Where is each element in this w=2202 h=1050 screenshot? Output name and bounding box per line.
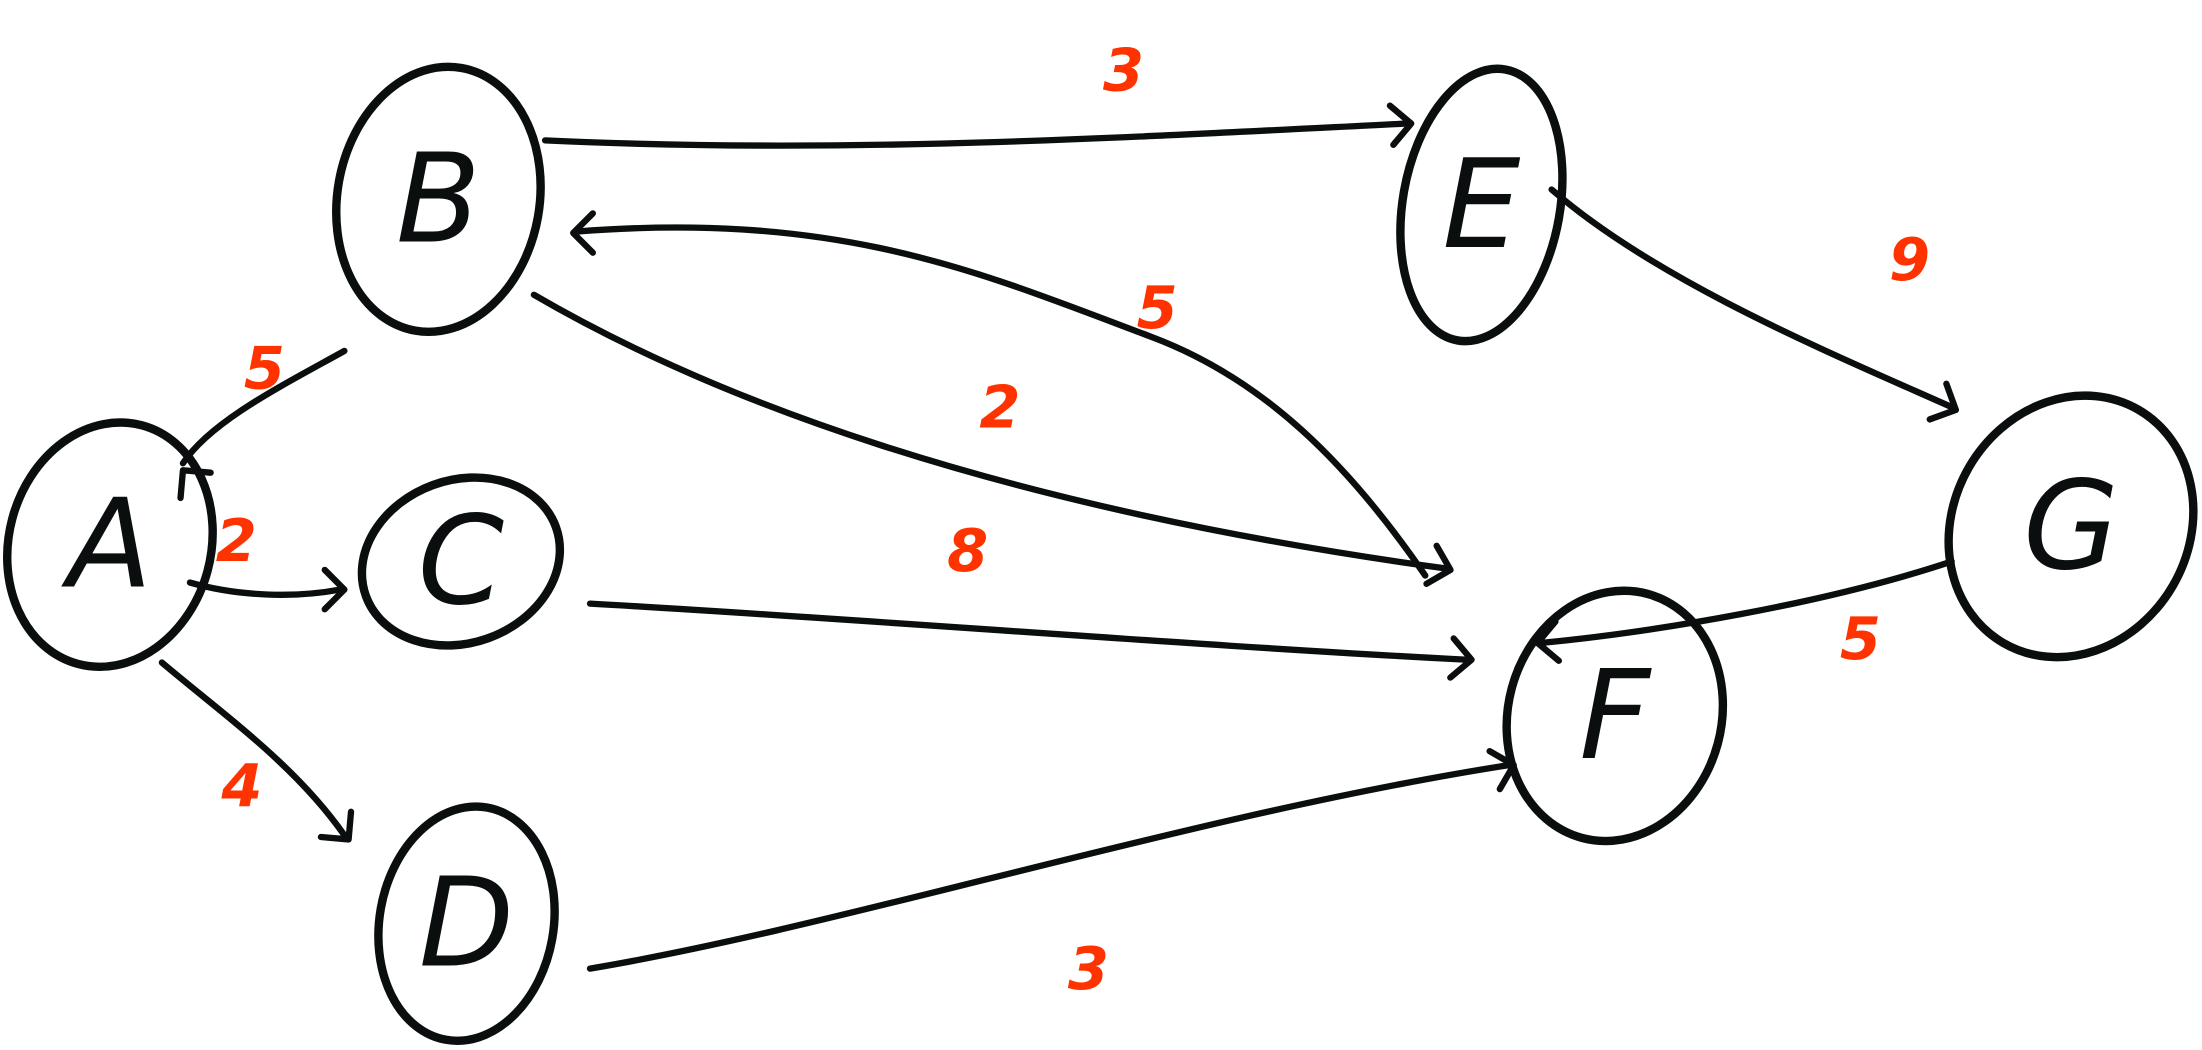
edge-weight: 2 — [216, 506, 257, 575]
edge-weight: 9 — [1889, 225, 1930, 294]
arrowhead-icon — [1926, 380, 1960, 423]
node-A: A — [3, 418, 217, 672]
node-circle — [332, 62, 545, 337]
edge-B-F: 2 — [530, 291, 1454, 587]
edge-weight: 8 — [947, 516, 988, 585]
edge-D-F: 3 — [586, 747, 1517, 1003]
edges: 5 2 4 3 5 2 8 3 9 5 — [158, 36, 1960, 1003]
edge-weight: 3 — [1068, 934, 1109, 1003]
edge-line — [586, 761, 1513, 972]
arrowhead-icon — [1423, 542, 1454, 587]
edge-weight: 5 — [244, 333, 285, 402]
edge-line — [572, 224, 1429, 579]
nodes: A B C D E F G — [3, 62, 2198, 1045]
edge-B-E: 3 — [541, 36, 1415, 149]
node-label: D — [419, 852, 514, 996]
node-F: F — [1502, 586, 1728, 846]
edge-line — [158, 659, 348, 839]
node-circle — [1502, 586, 1728, 846]
edge-weight: 4 — [220, 752, 262, 821]
node-label: E — [1442, 133, 1520, 277]
edge-weight: 3 — [1103, 36, 1144, 105]
edge-weight: 5 — [1840, 604, 1881, 673]
edge-A-D: 4 — [158, 659, 355, 843]
node-circle — [1944, 391, 2198, 662]
node-circle — [1396, 64, 1567, 346]
node-circle — [3, 418, 217, 672]
arrowhead-icon — [1386, 102, 1415, 148]
edge-line — [179, 347, 348, 467]
edge-A-C: 2 — [186, 506, 348, 613]
node-circle — [357, 473, 565, 650]
node-G: G — [1944, 391, 2198, 662]
edge-B-A: 5 — [177, 333, 348, 502]
edge-line — [186, 579, 344, 598]
edge-weight: 5 — [1137, 273, 1178, 342]
node-E: E — [1396, 64, 1567, 346]
edge-weight: 2 — [979, 373, 1020, 442]
node-label: F — [1579, 644, 1652, 788]
arrowhead-icon — [1447, 635, 1475, 681]
node-label: B — [396, 127, 481, 271]
edge-line — [1548, 186, 1955, 411]
node-D: D — [374, 802, 559, 1045]
node-B: B — [332, 62, 545, 337]
arrowhead-icon — [570, 210, 597, 256]
edge-E-G: 9 — [1548, 186, 1960, 423]
arrowhead-icon — [321, 566, 348, 613]
edge-line — [586, 600, 1471, 663]
edge-line — [1538, 558, 1955, 647]
node-C: C — [357, 473, 565, 650]
node-circle — [374, 802, 559, 1045]
edge-C-F: 8 — [586, 516, 1475, 681]
arrowhead-icon — [317, 808, 355, 843]
edge-F-B: 5 — [570, 210, 1429, 579]
node-label: A — [61, 473, 153, 617]
node-label: C — [418, 489, 504, 633]
edge-line — [530, 291, 1450, 572]
edge-line — [541, 120, 1411, 149]
node-label: G — [2023, 454, 2119, 598]
